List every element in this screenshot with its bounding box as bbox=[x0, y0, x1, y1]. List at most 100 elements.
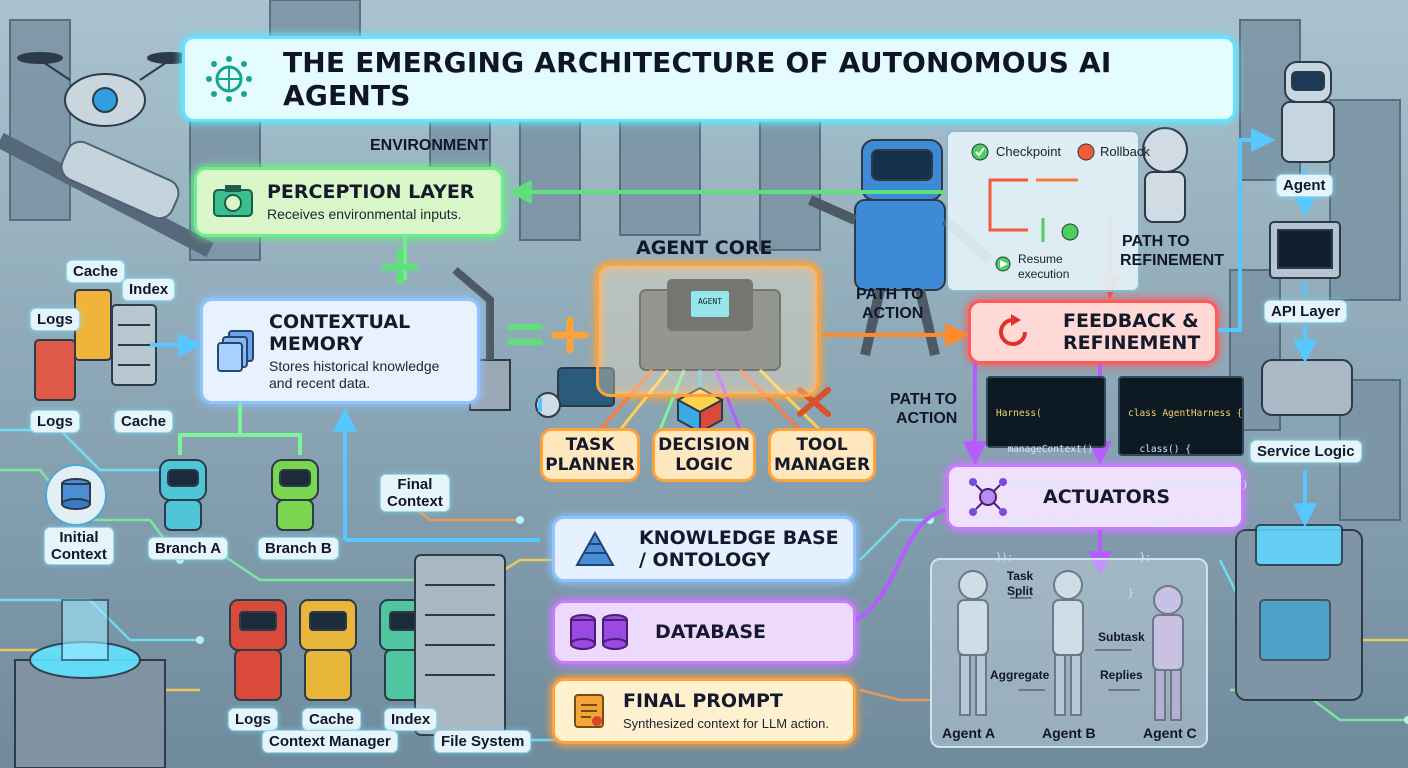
database-icon bbox=[569, 612, 631, 652]
resume-label-line1: Resume bbox=[1018, 252, 1063, 266]
initial-context-label: Initial Context bbox=[44, 527, 114, 565]
initial-context-line1: Initial bbox=[59, 529, 99, 546]
cm-logs-label: Logs bbox=[228, 708, 278, 731]
code-left-line: invokeTool() bbox=[996, 480, 1077, 491]
aggregate-label: Aggregate bbox=[990, 668, 1050, 682]
tool-manager-line2: MANAGER bbox=[773, 455, 871, 475]
task-split-label-line2: Split bbox=[1007, 584, 1033, 598]
refresh-cycle-icon bbox=[993, 312, 1033, 352]
gears-network-icon bbox=[967, 476, 1009, 518]
code-right-line: }; bbox=[1128, 552, 1151, 563]
scroll-document-icon bbox=[569, 691, 609, 731]
decision-logic-module: DECISION LOGIC bbox=[652, 428, 756, 482]
perception-title: PERCEPTION LAYER bbox=[267, 181, 475, 203]
multi-agent-panel bbox=[930, 558, 1208, 748]
decision-logic-line2: LOGIC bbox=[675, 455, 733, 475]
pyramid-icon bbox=[575, 531, 615, 567]
network-globe-icon bbox=[205, 55, 253, 103]
index-label-top: Index bbox=[122, 278, 176, 301]
cache-label-top: Cache bbox=[66, 260, 126, 283]
path-to-refinement-line1: PATH TO bbox=[1122, 233, 1190, 250]
code-right-line: class() { bbox=[1128, 444, 1191, 455]
code-right-line: executeTask() bbox=[1128, 516, 1226, 527]
path-to-action-top-line1: PATH TO bbox=[856, 286, 924, 303]
context-manager-label: Context Manager bbox=[262, 730, 398, 753]
code-right-line: } bbox=[1128, 588, 1134, 599]
environment-label: ENVIRONMENT bbox=[370, 137, 489, 154]
agent-a-label: Agent A bbox=[942, 725, 996, 741]
service-logic-label: Service Logic bbox=[1250, 440, 1362, 463]
cm-index-label: Index bbox=[384, 708, 438, 731]
feedback-refinement-box: FEEDBACK & REFINEMENT bbox=[968, 300, 1218, 364]
documents-icon bbox=[217, 329, 257, 373]
cache-label-bottom: Cache bbox=[114, 410, 174, 433]
knowledge-base-box: KNOWLEDGE BASE / ONTOLOGY bbox=[552, 516, 856, 582]
agent-core-title: AGENT CORE bbox=[636, 237, 773, 259]
tool-manager-line1: TOOL bbox=[796, 435, 848, 455]
initial-context-line2: Context bbox=[51, 546, 107, 563]
code-left-line: Harness( bbox=[996, 408, 1042, 419]
path-to-action-lower-connector: TO bbox=[935, 391, 957, 408]
branch-a-label: Branch A bbox=[148, 537, 229, 560]
task-planner-module: TASK PLANNER bbox=[540, 428, 640, 482]
checkpoint-panel: Checkpoint Rollback Resume execution bbox=[946, 130, 1150, 292]
title-banner: THE EMERGING ARCHITECTURE OF AUTONOMOUS … bbox=[182, 36, 1236, 122]
agent-core-frame bbox=[596, 263, 820, 397]
agent-chip-label: AGENT bbox=[697, 297, 723, 306]
code-snippet-left: Harness( manageContext() invokeTool() ex… bbox=[986, 376, 1106, 563]
memory-subtitle-line2: and recent data. bbox=[269, 374, 371, 391]
final-prompt-subtitle: Synthesized context for LLM action. bbox=[623, 716, 829, 731]
code-left-line: executeTask() bbox=[996, 516, 1082, 527]
memory-title-line2: MEMORY bbox=[269, 332, 364, 355]
tool-manager-module: TOOL MANAGER bbox=[768, 428, 876, 482]
knowledge-base-line2: / ONTOLOGY bbox=[639, 549, 771, 571]
camera-icon bbox=[211, 182, 255, 222]
actuators-box: ACTUATORS bbox=[946, 464, 1244, 530]
contextual-memory-box: CONTEXTUAL MEMORY Stores historical know… bbox=[200, 298, 480, 404]
checkpoint-label: Checkpoint bbox=[996, 144, 1062, 159]
final-prompt-title: FINAL PROMPT bbox=[623, 690, 783, 712]
final-context-line2: Context bbox=[387, 493, 443, 510]
replies-label: Replies bbox=[1100, 668, 1143, 682]
agent-c-label: Agent C bbox=[1143, 725, 1197, 741]
logs-label-top: Logs bbox=[30, 308, 80, 331]
cm-cache-label: Cache bbox=[302, 708, 362, 731]
code-snippet-right: class AgentHarness { class() { manageCoc… bbox=[1118, 376, 1248, 599]
agent-label: Agent bbox=[1276, 174, 1333, 197]
api-layer-label: API Layer bbox=[1264, 300, 1348, 323]
page-title: THE EMERGING ARCHITECTURE OF AUTONOMOUS … bbox=[283, 46, 1112, 112]
path-to-action-lower-line2: ACTION bbox=[896, 410, 958, 427]
code-right-line: class AgentHarness { bbox=[1128, 408, 1243, 419]
code-left-line: manageContext() bbox=[996, 444, 1094, 455]
final-context-line1: Final bbox=[397, 476, 433, 493]
database-box: DATABASE bbox=[552, 600, 856, 664]
checkpoint-flow-graphic bbox=[971, 143, 1095, 272]
feedback-line2: REFINEMENT bbox=[1063, 332, 1201, 354]
logs-label-bottom: Logs bbox=[30, 410, 80, 433]
perception-subtitle: Receives environmental inputs. bbox=[267, 206, 462, 222]
memory-title-line1: CONTEXTUAL bbox=[269, 310, 411, 333]
decision-logic-line1: DECISION bbox=[658, 435, 750, 455]
task-planner-line1: TASK bbox=[565, 435, 615, 455]
actuators-title: ACTUATORS bbox=[1043, 486, 1171, 508]
perception-layer-box: PERCEPTION LAYER Receives environmental … bbox=[194, 167, 504, 237]
path-to-action-top-line2: ACTION bbox=[862, 305, 924, 322]
branch-b-label: Branch B bbox=[258, 537, 339, 560]
path-to-refinement-line2: REFINEMENT bbox=[1120, 252, 1224, 269]
knowledge-base-line1: KNOWLEDGE BASE bbox=[639, 527, 839, 549]
agent-b-label: Agent B bbox=[1042, 725, 1096, 741]
resume-label-line2: execution bbox=[1018, 267, 1070, 281]
code-right-line: manageCoctensen() bbox=[1128, 480, 1249, 491]
code-left-line: }); bbox=[996, 552, 1014, 563]
subtask-label: Subtask bbox=[1098, 630, 1145, 644]
task-planner-line2: PLANNER bbox=[545, 455, 635, 475]
feedback-line1: FEEDBACK & bbox=[1063, 310, 1199, 332]
final-prompt-box: FINAL PROMPT Synthesized context for LLM… bbox=[552, 678, 856, 744]
task-split-label-line1: Task bbox=[1006, 569, 1034, 583]
final-context-label: Final Context bbox=[380, 474, 450, 512]
database-title: DATABASE bbox=[655, 621, 767, 643]
rollback-label: Rollback bbox=[1100, 144, 1150, 159]
path-to-action-lower-line1: PATH bbox=[890, 391, 932, 408]
memory-subtitle-line1: Stores historical knowledge bbox=[269, 357, 440, 374]
